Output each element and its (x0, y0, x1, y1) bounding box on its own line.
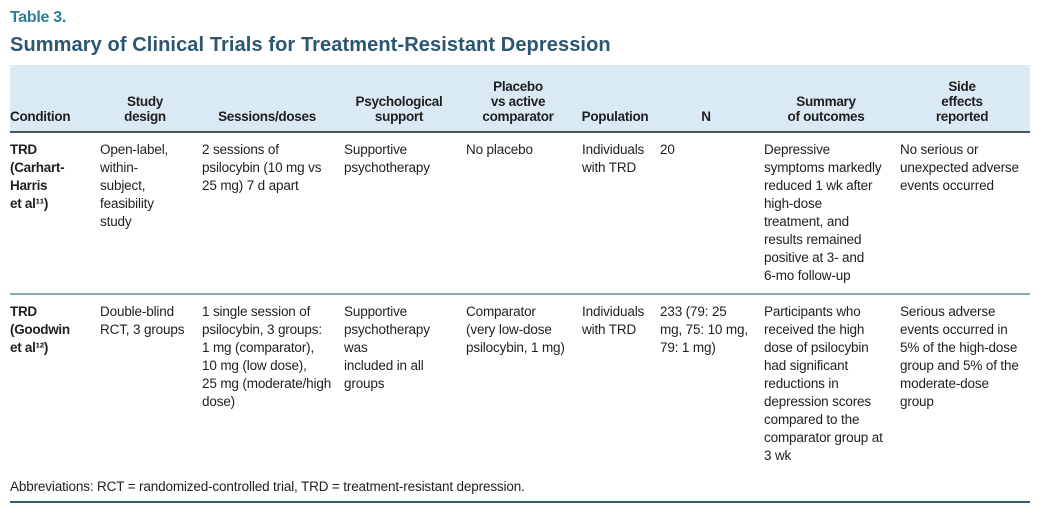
cell-psychological-support: Supportive psychotherapy was included in… (338, 293, 460, 473)
column-header-placebo-comparator: Placebo vs active comparator (460, 65, 576, 133)
table-row-goodwin: TRD (Goodwin et al¹²) Double-blind RCT, … (10, 293, 1030, 473)
cell-population: Individuals with TRD (582, 142, 645, 175)
cell-sessions-doses: 2 sessions of psilocybin (10 mg vs 25 mg… (202, 142, 322, 193)
column-header-side-effects: Side effects reported (894, 65, 1030, 133)
column-header-sessions-doses: Sessions/doses (196, 65, 338, 133)
table-row-carhart-harris: TRD (Carhart- Harris et al¹¹) Open-label… (10, 132, 1030, 294)
column-header-summary-outcomes: Summary of outcomes (758, 65, 894, 133)
column-header-study-design: Study design (94, 65, 196, 133)
cell-population: Individuals with TRD (576, 293, 654, 473)
cell-placebo-comparator: Comparator (very low-dose psilocybin, 1 … (460, 293, 576, 473)
clinical-trials-table: Condition Study design Sessions/doses Ps… (10, 65, 1030, 473)
cell-condition: TRD (Carhart- Harris et al¹¹) (10, 142, 65, 211)
page-title: Summary of Clinical Trials for Treatment… (10, 34, 611, 56)
cell-summary-outcomes: Participants who received the high dose … (758, 293, 894, 473)
cell-n: 233 (79: 25 mg, 75: 10 mg, 79: 1 mg) (654, 293, 758, 473)
column-header-psychological-support: Psychological support (338, 65, 460, 133)
cell-n: 20 (660, 142, 675, 157)
column-header-n: N (654, 65, 758, 133)
cell-study-design: Open-label, within- subject, feasibility… (100, 142, 169, 229)
cell-side-effects: Serious adverse events occurred in 5% of… (894, 293, 1030, 473)
header-row: Condition Study design Sessions/doses Ps… (10, 65, 1030, 133)
cell-summary-outcomes: Depressive symptoms markedly reduced 1 w… (764, 142, 882, 283)
cell-study-design: Double-blind RCT, 3 groups (94, 293, 196, 473)
column-header-population: Population (576, 65, 654, 133)
cell-condition: TRD (Goodwin et al¹²) (10, 293, 94, 473)
cell-placebo-comparator: No placebo (466, 142, 533, 157)
column-header-condition: Condition (10, 65, 94, 133)
abbreviations-footnote: Abbreviations: RCT = randomized-controll… (10, 479, 1030, 503)
cell-side-effects: No serious or unexpected adverse events … (900, 142, 1019, 193)
table-number-label: Table 3. (10, 9, 66, 26)
cell-sessions-doses: 1 single session of psilocybin, 3 groups… (196, 293, 338, 473)
cell-psychological-support: Supportive psychotherapy (344, 142, 430, 175)
